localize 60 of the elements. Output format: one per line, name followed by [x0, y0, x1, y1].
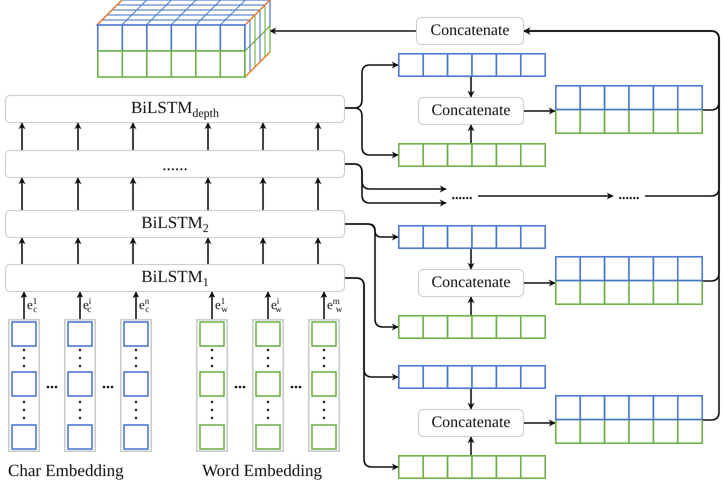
arrow [524, 280, 556, 286]
arrow [345, 163, 447, 206]
arrow [269, 28, 416, 34]
box-label: Concatenate [431, 415, 511, 431]
concatenate-box [418, 269, 524, 297]
concatenate-box [418, 409, 524, 437]
arrow [130, 177, 136, 210]
arrow [18, 237, 26, 264]
axis-caption: Word Embedding [202, 461, 322, 481]
arrow [20, 291, 28, 319]
arrow [74, 177, 82, 210]
arrow [524, 108, 556, 114]
arrow [204, 237, 212, 264]
bilstm-layer-box [5, 150, 345, 178]
bilstm-layer-box [5, 210, 345, 238]
box-label: BiLSTM$_{1}$ [141, 268, 209, 288]
arrow [18, 177, 26, 210]
arrow [260, 237, 266, 264]
box-label: Concatenate [430, 23, 510, 39]
arrow [314, 177, 322, 210]
arrow [468, 296, 474, 315]
box-label: BiLSTM$_{depth}$ [130, 99, 220, 119]
arrow [468, 249, 474, 270]
arrow [74, 122, 82, 150]
bilstm-layer-box [5, 95, 345, 123]
arrow [204, 122, 212, 150]
arrow [74, 237, 82, 264]
arrow [260, 122, 266, 150]
arrow [345, 223, 399, 330]
arrow [478, 192, 614, 200]
bilstm-layer-box [5, 264, 345, 292]
arrow [314, 122, 322, 150]
arrow [320, 291, 328, 319]
arrow [468, 124, 474, 143]
box-label: BiLSTM$_{2}$ [141, 214, 209, 234]
box-label: Concatenate [431, 103, 511, 119]
arrow [208, 291, 216, 319]
box-label: Concatenate [431, 275, 511, 291]
arrow [524, 420, 556, 426]
arrow [204, 177, 212, 210]
concatenate-box [416, 17, 524, 45]
arrow [264, 291, 272, 319]
concatenate-box [418, 97, 524, 125]
arrow [468, 77, 474, 98]
arrow [523, 28, 720, 421]
arrow [468, 436, 474, 455]
axis-caption: Char Embedding [8, 461, 124, 481]
arrow [345, 277, 399, 470]
arrow [314, 237, 322, 264]
box-label: ...... [162, 156, 188, 172]
arrow [132, 291, 140, 319]
arrow [76, 291, 84, 319]
arrow [130, 237, 136, 264]
arrow [345, 107, 399, 158]
arrow [260, 177, 266, 210]
arrow [130, 122, 136, 150]
ellipsis-text: ...... [452, 189, 472, 203]
ellipsis-text: ...... [618, 189, 640, 203]
arrow [18, 122, 26, 150]
arrow [468, 389, 474, 410]
